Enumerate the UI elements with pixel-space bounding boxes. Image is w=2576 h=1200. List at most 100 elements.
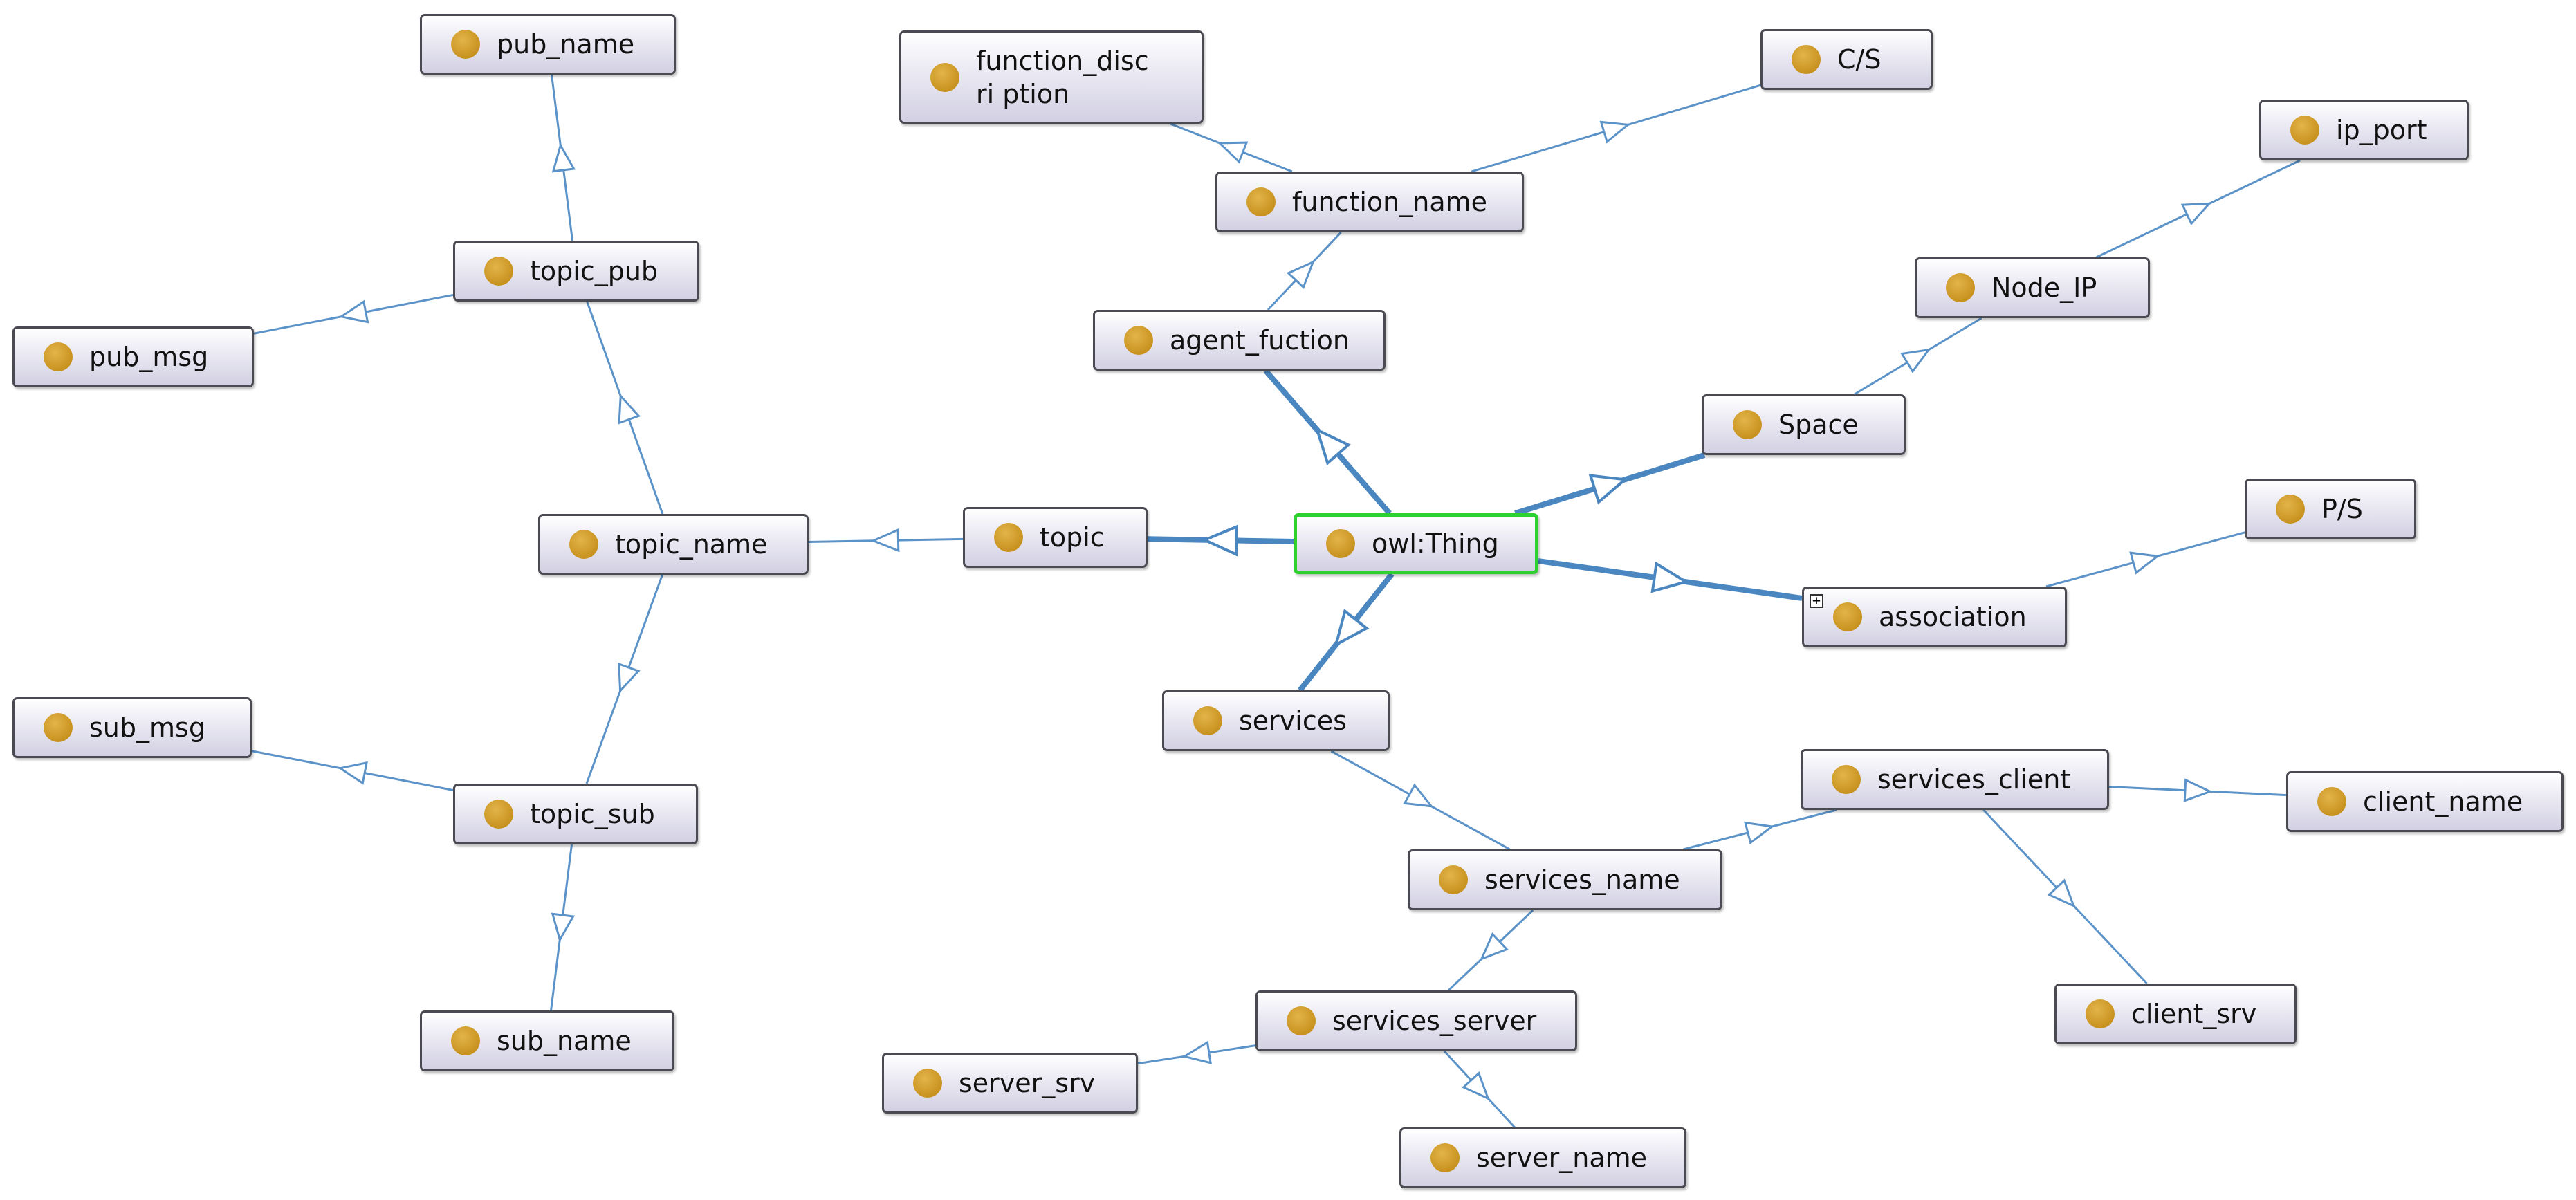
class-icon (994, 523, 1023, 552)
edge-function-name-to-cs (1471, 84, 1761, 173)
class-icon (484, 257, 513, 286)
edge-topic-pub-to-pub-name (551, 74, 576, 241)
class-node-client-srv[interactable]: client_srv (2054, 984, 2297, 1044)
class-label: topic_name (615, 529, 768, 560)
class-icon (44, 713, 73, 742)
class-node-server-srv[interactable]: server_srv (882, 1053, 1138, 1114)
class-node-client-name[interactable]: client_name (2286, 771, 2564, 832)
subclass-arrow-icon (1462, 1071, 1490, 1101)
class-icon (2086, 999, 2115, 1028)
subclass-arrow-icon (1403, 783, 1434, 808)
class-icon (484, 800, 513, 829)
class-label: services (1239, 705, 1347, 736)
class-node-cs[interactable]: C/S (1760, 29, 1933, 90)
edge-association-to-ps (2045, 531, 2245, 588)
edge-services-to-services-name (1330, 750, 1511, 851)
class-node-ip-port[interactable]: ip_port (2259, 100, 2469, 160)
class-label: function_name (1292, 187, 1487, 217)
edge-owl-thing-to-topic (1147, 524, 1294, 557)
subclass-arrow-icon (1314, 427, 1352, 466)
edge-topic-sub-to-sub-msg (251, 750, 454, 791)
class-icon (2290, 116, 2319, 145)
class-label: services_client (1877, 764, 2071, 795)
class-icon (1193, 706, 1222, 735)
class-icon (44, 342, 73, 371)
subclass-arrow-icon (870, 528, 900, 553)
class-node-services-name[interactable]: services_name (1408, 849, 1722, 910)
subclass-arrow-icon (1334, 609, 1370, 647)
edge-space-to-node-ip (1854, 317, 1982, 396)
class-label: function_discri ption (976, 45, 1149, 109)
edge-services-server-to-server-srv (1137, 1040, 1256, 1065)
class-icon (2276, 495, 2305, 524)
subclass-arrow-icon (2183, 778, 2213, 802)
subclass-arrow-icon (1217, 141, 1249, 164)
class-node-topic-sub[interactable]: topic_sub (453, 784, 698, 844)
edge-topic-sub-to-sub-name (550, 844, 576, 1011)
class-label: Space (1778, 409, 1859, 440)
class-node-topic-pub[interactable]: topic_pub (453, 241, 699, 302)
class-label: P/S (2321, 494, 2363, 524)
edge-topic-pub-to-pub-msg (253, 293, 454, 335)
class-label: server_name (1476, 1143, 1648, 1173)
class-node-server-name[interactable]: server_name (1399, 1127, 1686, 1188)
class-label: client_name (2363, 786, 2523, 817)
class-icon (451, 1026, 480, 1055)
class-label: Node_IP (1991, 273, 2097, 303)
edge-services-client-to-client-name (2108, 778, 2287, 802)
edge-topic-name-to-topic-sub (585, 574, 663, 784)
subclass-arrow-icon (2047, 878, 2076, 908)
edge-owl-thing-to-association (1538, 558, 1803, 601)
class-icon (1833, 602, 1862, 631)
class-label: pub_name (497, 29, 635, 59)
class-node-sub-name[interactable]: sub_name (420, 1010, 674, 1071)
class-node-services[interactable]: services (1162, 690, 1390, 751)
class-icon (1792, 45, 1821, 74)
class-node-sub-msg[interactable]: sub_msg (12, 697, 252, 758)
subclass-arrow-icon (1599, 120, 1631, 144)
class-icon (930, 62, 959, 92)
edge-services-name-to-services-client (1683, 809, 1837, 851)
subclass-arrow-icon (551, 912, 576, 943)
class-icon (1832, 765, 1861, 794)
class-icon (1124, 326, 1153, 355)
class-node-services-client[interactable]: services_client (1801, 749, 2109, 810)
class-icon (451, 30, 480, 59)
class-label: topic_sub (530, 799, 655, 829)
class-node-topic-name[interactable]: topic_name (538, 514, 809, 575)
edge-agent-fuction-to-function-name (1267, 231, 1342, 311)
class-node-ps[interactable]: P/S (2245, 479, 2416, 539)
subclass-arrow-icon (618, 662, 641, 694)
class-node-owl-thing[interactable]: owl:Thing (1294, 513, 1538, 574)
class-node-services-server[interactable]: services_server (1255, 990, 1577, 1051)
edge-services-server-to-server-name (1444, 1050, 1516, 1129)
class-label: sub_msg (89, 712, 205, 743)
edge-services-client-to-client-srv (1982, 809, 2148, 985)
class-label: topic_pub (530, 256, 659, 286)
class-icon (1326, 529, 1355, 558)
subclass-arrow-icon (1744, 821, 1775, 845)
class-node-agent-fuction[interactable]: agent_fuction (1093, 310, 1386, 371)
subclass-arrow-icon (1181, 1040, 1212, 1064)
edge-topic-name-to-topic-pub (586, 301, 664, 515)
class-label: topic (1040, 522, 1105, 553)
class-node-node-ip[interactable]: Node_IP (1915, 257, 2150, 318)
subclass-arrow-icon (1480, 932, 1509, 961)
class-node-association[interactable]: association+ (1802, 587, 2067, 647)
class-node-function-description[interactable]: function_discri ption (899, 30, 1204, 124)
subclass-arrow-icon (1588, 474, 1628, 505)
class-node-topic[interactable]: topic (963, 507, 1148, 568)
class-icon (1946, 273, 1975, 302)
edge-owl-thing-to-agent-fuction (1263, 369, 1392, 515)
class-node-space[interactable]: Space (1702, 394, 1906, 455)
class-label: client_srv (2131, 999, 2257, 1029)
edge-services-name-to-services-server (1447, 909, 1534, 992)
class-label: services_server (1332, 1006, 1537, 1036)
subclass-arrow-icon (1201, 524, 1238, 557)
class-node-pub-name[interactable]: pub_name (420, 14, 676, 75)
class-node-pub-msg[interactable]: pub_msg (12, 326, 254, 387)
class-icon (1733, 410, 1762, 439)
expand-plus-icon[interactable]: + (1810, 593, 1823, 608)
class-node-function-name[interactable]: function_name (1215, 172, 1524, 232)
